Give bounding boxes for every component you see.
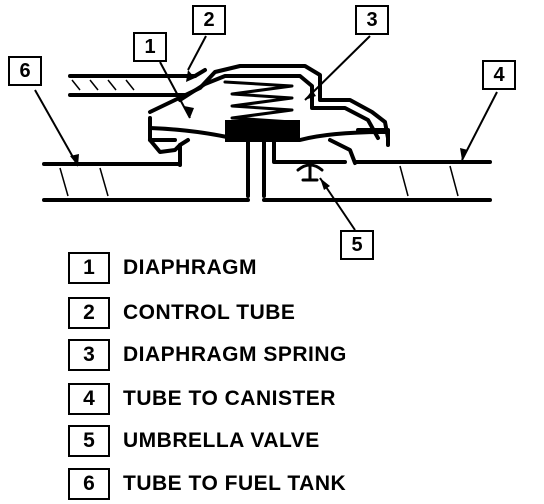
umbrella-valve	[296, 160, 324, 182]
callout-3-diaphragm-spring: 3	[355, 5, 389, 35]
tube-to-fuel-tank	[42, 162, 250, 202]
lower-body	[148, 138, 357, 198]
tube-to-canister	[262, 160, 492, 202]
legend-label: CONTROL TUBE	[123, 301, 296, 324]
upper-housing	[148, 64, 390, 140]
callout-6-tube-to-fuel-tank: 6	[8, 56, 42, 86]
legend-number: 1	[68, 252, 110, 284]
hatching	[59, 79, 459, 197]
spring-seat	[225, 120, 300, 142]
callout-5-umbrella-valve: 5	[340, 230, 374, 260]
callout-1-diaphragm: 1	[133, 32, 167, 62]
legend-label: TUBE TO FUEL TANK	[123, 472, 347, 495]
legend-number: 2	[68, 297, 110, 329]
legend-label: DIAPHRAGM	[123, 256, 257, 279]
valve-cross-section-diagram	[34, 35, 498, 231]
legend-label: TUBE TO CANISTER	[123, 387, 336, 410]
callout-4-tube-to-canister: 4	[482, 60, 516, 90]
callout-2-control-tube: 2	[192, 5, 226, 35]
legend-number: 6	[68, 468, 110, 500]
legend-label: UMBRELLA VALVE	[123, 429, 320, 452]
arrowheads	[70, 70, 468, 190]
legend-number: 4	[68, 383, 110, 415]
leader-lines	[34, 35, 498, 231]
legend-number: 5	[68, 425, 110, 457]
control-tube	[68, 68, 207, 97]
legend-label: DIAPHRAGM SPRING	[123, 343, 347, 366]
legend-number: 3	[68, 339, 110, 371]
